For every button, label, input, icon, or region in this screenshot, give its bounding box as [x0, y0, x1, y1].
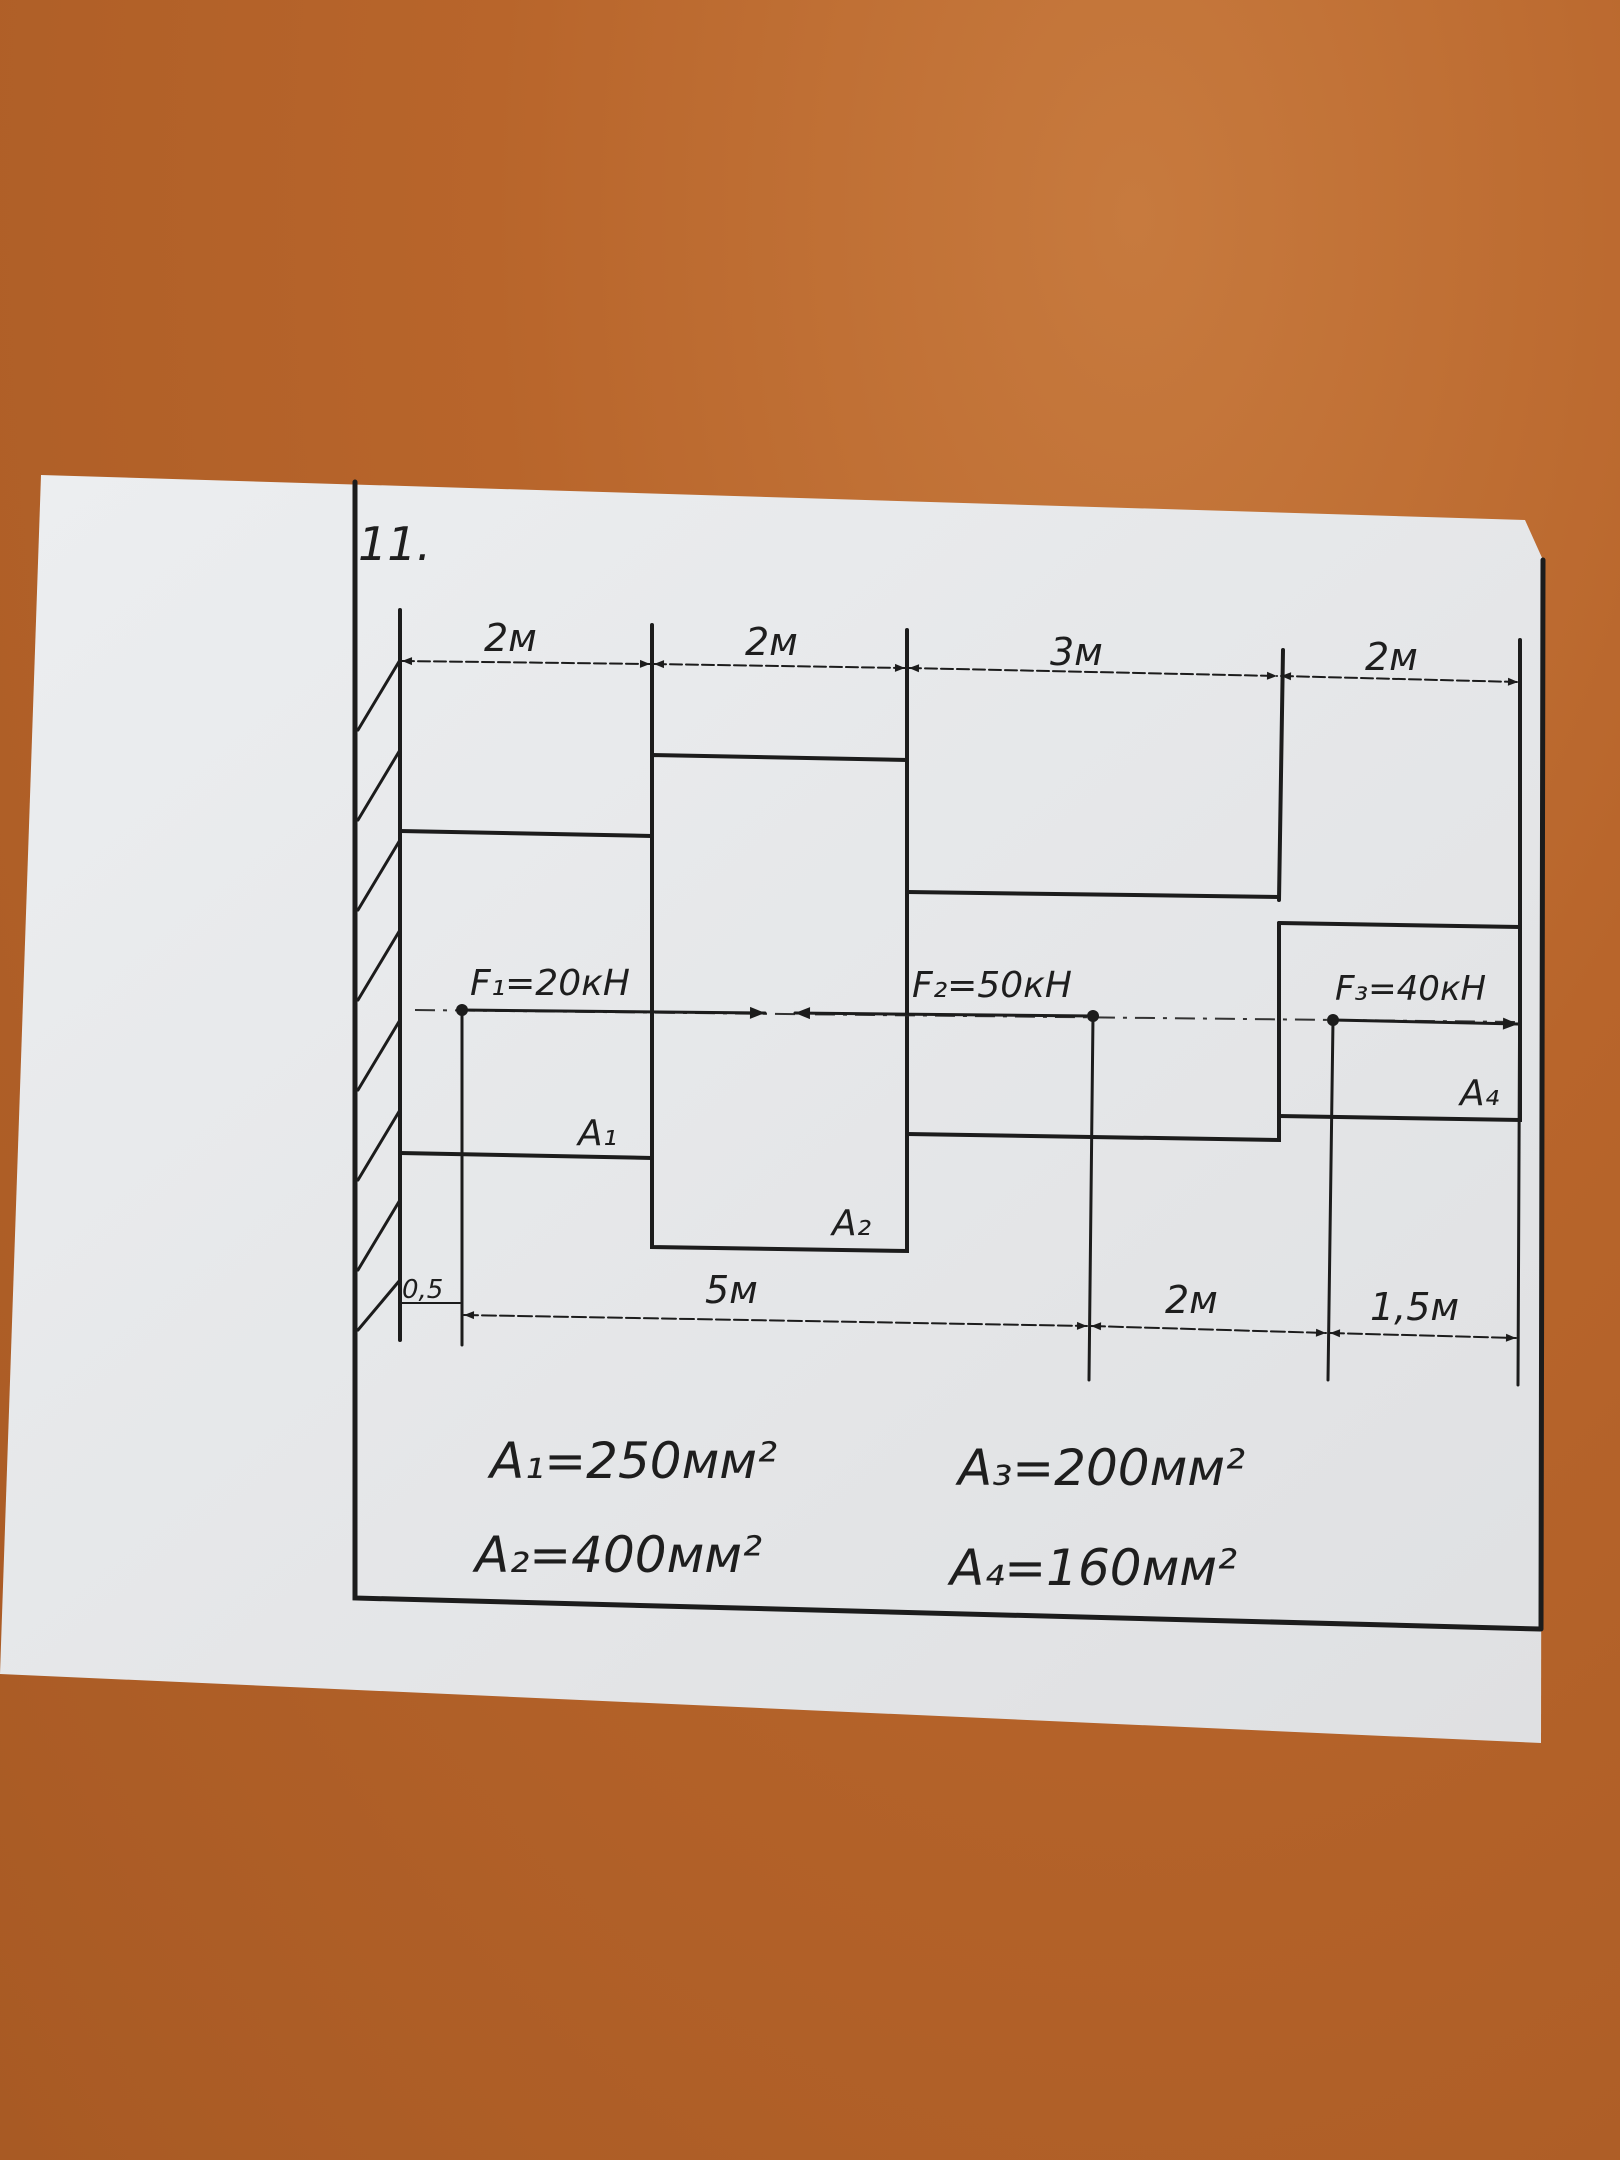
dim-label: 2м	[1165, 1278, 1218, 1322]
section-label-a1: A₁	[576, 1113, 617, 1154]
force-label: F₃=40кН	[1335, 969, 1486, 1009]
bottom-dimension-line: 0,5 5м 2м 1,5м	[399, 925, 1522, 1387]
dim-label: 0,5	[402, 1275, 443, 1305]
force-f2: F₂=50кН	[793, 965, 1099, 1022]
area-a3: A₃=200мм²	[955, 1439, 1245, 1497]
area-a4: A₄=160мм²	[947, 1539, 1237, 1597]
force-label: F₂=50кН	[912, 965, 1072, 1006]
dim-label: 5м	[705, 1268, 758, 1312]
problem-number: 11.	[358, 517, 431, 571]
fixed-wall	[356, 608, 402, 1342]
paper-sheet	[0, 475, 1543, 1743]
section-1	[398, 829, 654, 1160]
section-label-a4: A₄	[1458, 1073, 1500, 1114]
dim-label: 2м	[745, 620, 798, 664]
frame-border	[352, 479, 1546, 1632]
dim-label: 1,5м	[1370, 1285, 1459, 1329]
dim-label: 3м	[1050, 630, 1103, 674]
top-dimension-line: 2м 2м 3м 2м	[401, 616, 1519, 686]
force-f1: F₁=20кН	[456, 963, 767, 1019]
force-f3: F₃=40кН	[1327, 969, 1520, 1030]
force-label: F₁=20кН	[470, 963, 630, 1004]
section-label-a2: A₂	[830, 1203, 871, 1244]
dim-label: 2м	[484, 616, 537, 660]
area-a2: A₂=400мм²	[472, 1526, 762, 1584]
dim-label: 2м	[1365, 635, 1418, 679]
area-a1: A₁=250мм²	[487, 1432, 777, 1490]
section-3	[905, 890, 1281, 1143]
